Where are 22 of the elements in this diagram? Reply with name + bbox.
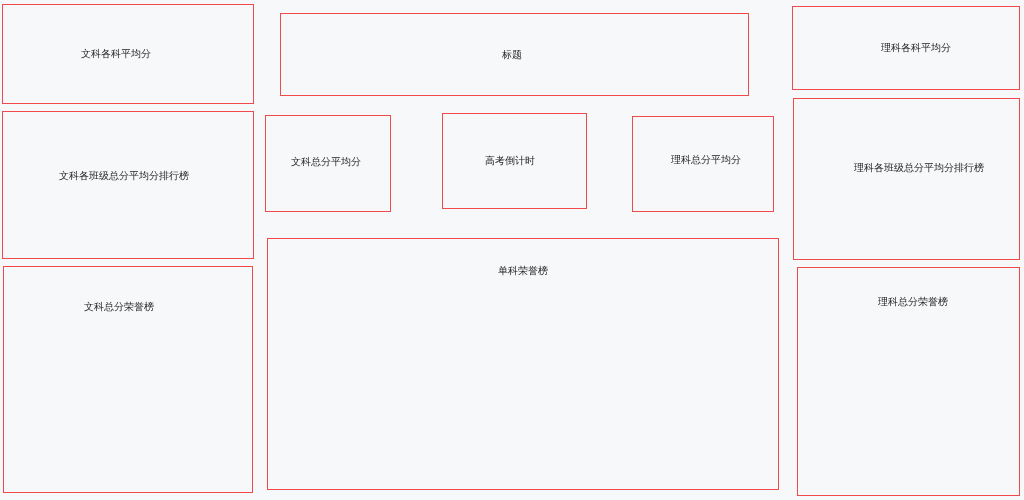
dashboard-panel [797, 267, 1020, 496]
dashboard-panel [3, 266, 253, 493]
dashboard-panel [267, 238, 779, 490]
panel-title: 文科总分平均分 [291, 156, 361, 168]
dashboard-panel [265, 115, 391, 212]
dashboard-panel [792, 6, 1020, 90]
panel-title: 理科各班级总分平均分排行榜 [854, 162, 984, 174]
panel-title: 理科总分荣誉榜 [878, 296, 948, 308]
panel-title: 文科各班级总分平均分排行榜 [59, 170, 189, 182]
dashboard-panel [793, 98, 1020, 260]
panel-title: 理科总分平均分 [671, 154, 741, 166]
dashboard-panel [442, 113, 587, 209]
panel-title: 文科总分荣誉榜 [84, 301, 154, 313]
panel-title: 标题 [502, 49, 522, 61]
dashboard-panel [2, 111, 254, 259]
panel-title: 单科荣誉榜 [498, 265, 548, 277]
panel-title: 理科各科平均分 [881, 42, 951, 54]
panel-title: 高考倒计时 [485, 155, 535, 167]
panel-title: 文科各科平均分 [81, 48, 151, 60]
dashboard-panel [280, 13, 749, 96]
dashboard-panel [2, 4, 254, 104]
dashboard-panel [632, 116, 774, 212]
